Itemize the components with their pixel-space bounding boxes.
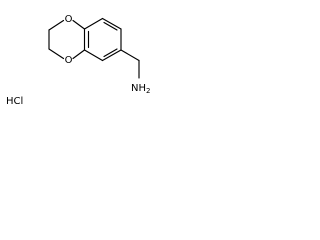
bond-aromatic-inner-3 xyxy=(103,48,118,58)
amine-label-text: NH xyxy=(131,83,146,94)
bond-o2-arene xyxy=(72,49,86,60)
bond-aromatic-4 xyxy=(101,49,122,62)
bond-aromatic-5 xyxy=(83,49,104,62)
atom-label-oxygen-top: O xyxy=(65,14,73,25)
salt-label-hcl: HCl xyxy=(6,96,23,107)
bond-ring-ch2-o2 xyxy=(48,48,65,60)
bond-aromatic-inner-2 xyxy=(103,21,118,31)
bond-o1-arene xyxy=(72,19,86,30)
bond-aromatic-2 xyxy=(101,17,122,30)
atom-label-oxygen-bottom: O xyxy=(65,55,73,66)
bond-aromatic-1 xyxy=(83,17,104,30)
amine-label-subscript: 2 xyxy=(146,87,150,95)
chemical-structure-diagram: O O NH2 HCl xyxy=(0,0,178,125)
bond-arene-ch2 xyxy=(120,49,140,62)
bond-ring-o1-ch2 xyxy=(48,19,65,31)
atom-label-amine: NH2 xyxy=(131,83,150,95)
